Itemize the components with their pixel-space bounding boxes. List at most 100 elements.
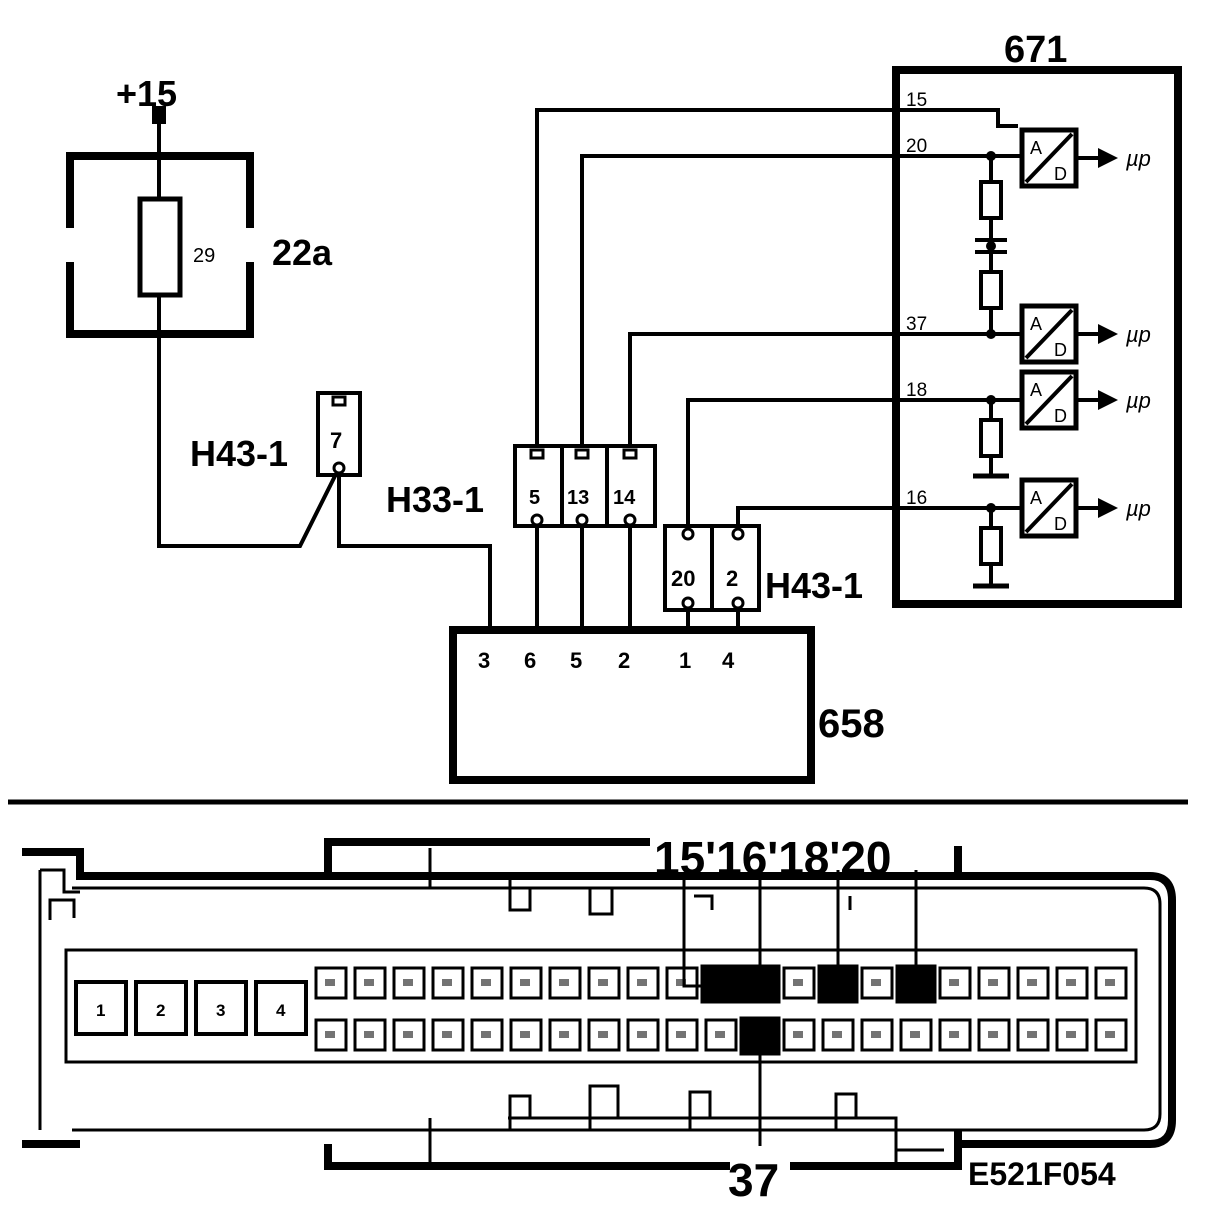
pin-field — [64, 948, 1138, 1064]
pin-cavity-mark — [1066, 1031, 1076, 1038]
adc-a-label: A — [1030, 380, 1042, 400]
svg-text:3: 3 — [216, 1001, 225, 1020]
module-658-pin-1: 1 — [679, 648, 691, 673]
pin-cavity-mark — [598, 979, 608, 986]
adc-converter-18: A D µp — [1019, 369, 1151, 431]
connector-h33-1-label: H33-1 — [386, 479, 484, 520]
module-658-pin-4: 4 — [722, 648, 735, 673]
occupied-pin-cavity — [895, 964, 937, 1004]
adc-d-label: D — [1054, 340, 1067, 360]
wire-pin7-to-658-3 — [337, 473, 492, 628]
terminal-16: 16 — [906, 488, 927, 509]
wires-h43b-to-658 — [686, 608, 740, 628]
plug-top-ridge — [324, 838, 650, 876]
module-658: 3 6 5 2 1 4 658 — [449, 626, 885, 784]
pin-cavity-mark — [910, 1031, 920, 1038]
plug-header-label: 15'16'18'20 — [654, 832, 891, 884]
pin-cavity-mark — [676, 1031, 686, 1038]
module-658-pin-2: 2 — [618, 648, 630, 673]
module-658-id: 658 — [818, 702, 885, 746]
pin-cavity-mark — [1027, 1031, 1037, 1038]
big-pin-3: 3 — [194, 980, 248, 1036]
adc-d-label: D — [1054, 164, 1067, 184]
resistor-network-20-37 — [975, 151, 1007, 339]
pin-cavity-mark — [520, 1031, 530, 1038]
pin-cavity-mark — [871, 1031, 881, 1038]
connector-h43-1-pin7: 7 H43-1 — [190, 391, 362, 477]
pin-cavity-mark — [403, 979, 413, 986]
lead-detail — [694, 894, 852, 910]
pin-cavity-mark — [598, 1031, 608, 1038]
adc-converter-37: A D µp — [1019, 303, 1151, 365]
module-658-pin-6: 6 — [524, 648, 536, 673]
pin-cavity — [587, 1018, 621, 1052]
wire-terminal-20 — [580, 154, 1020, 450]
pin-cavity-mark — [949, 979, 959, 986]
small-pin-rows — [314, 964, 1128, 1056]
pin-cavity-mark — [832, 1031, 842, 1038]
lead-pin-15 — [682, 874, 706, 988]
supply-terminal — [152, 106, 166, 124]
microprocessor-output: µp — [1125, 146, 1151, 171]
adc-converter-16: A D µp — [1019, 477, 1151, 539]
h43b-pin-2: 2 — [726, 566, 738, 591]
fuse-box-id: 22a — [272, 232, 333, 273]
wire-terminal-18 — [686, 398, 1020, 530]
fuse-number: 29 — [193, 245, 215, 267]
pin-cavity-mark — [1105, 979, 1115, 986]
microprocessor-output: µp — [1125, 322, 1151, 347]
pin-cavity-mark — [988, 979, 998, 986]
pin-cavity-mark — [637, 979, 647, 986]
terminal-18: 18 — [906, 380, 927, 401]
big-pin-1: 1 — [74, 980, 128, 1036]
pin-cavity-mark — [793, 979, 803, 986]
pin-cavity-mark — [364, 1031, 374, 1038]
adc-d-label: D — [1054, 406, 1067, 426]
pin-cavity — [353, 966, 387, 1000]
pin-cavity-mark — [559, 1031, 569, 1038]
microprocessor-output: µp — [1125, 388, 1151, 413]
pin-cavity-mark — [325, 1031, 335, 1038]
pin-cavity-mark — [325, 979, 335, 986]
svg-text:2: 2 — [156, 1001, 165, 1020]
connector-plug: 1 2 3 4 15'16'18'20 37 E521F054 — [22, 832, 1176, 1206]
terminal-15: 15 — [906, 90, 927, 111]
pin-cavity-mark — [1027, 979, 1037, 986]
occupied-pin-cavity — [739, 1016, 781, 1056]
resistor-ground-18 — [973, 395, 1009, 479]
wires-h33-to-658 — [535, 525, 632, 628]
connector-h33-1: 5 13 14 H33-1 — [386, 444, 657, 528]
pin-cavity-mark — [715, 1031, 725, 1038]
pin-cavity-mark — [949, 1031, 959, 1038]
plug-housing-inner — [72, 886, 1162, 1132]
svg-text:1: 1 — [96, 1001, 105, 1020]
plug-bottom-ridge — [324, 1130, 962, 1170]
occupied-pin-cavity — [739, 964, 781, 1004]
big-pin-4: 4 — [254, 980, 308, 1036]
wire-terminal-37 — [628, 332, 1020, 450]
terminal-37: 37 — [906, 314, 927, 335]
pin-cavity-mark — [442, 979, 452, 986]
adc-a-label: A — [1030, 314, 1042, 334]
pin-cavity-mark — [988, 1031, 998, 1038]
pin-cavity — [1055, 1018, 1089, 1052]
microprocessor-output: µp — [1125, 496, 1151, 521]
pin-cavity-mark — [481, 979, 491, 986]
pin-cavity — [626, 966, 660, 1000]
plug-housing-outer — [22, 848, 1176, 1148]
connector-h43-1-pin7-number: 7 — [330, 428, 342, 453]
module-671-id: 671 — [1004, 29, 1067, 71]
connector-h43-1-b: 20 2 H43-1 — [663, 524, 863, 612]
figure-code: E521F054 — [968, 1156, 1116, 1192]
pin-cavity-mark — [793, 1031, 803, 1038]
plug-top-detail — [428, 848, 660, 916]
occupied-pin-cavity — [817, 964, 859, 1004]
supply-label: +15 — [116, 73, 177, 114]
pin-cavity — [977, 1018, 1011, 1052]
pin-cavity-mark — [637, 1031, 647, 1038]
adc-converter-20: A D µp — [1019, 127, 1151, 189]
big-pin-2: 2 — [134, 980, 188, 1036]
connector-h43-1-label: H43-1 — [190, 433, 288, 474]
